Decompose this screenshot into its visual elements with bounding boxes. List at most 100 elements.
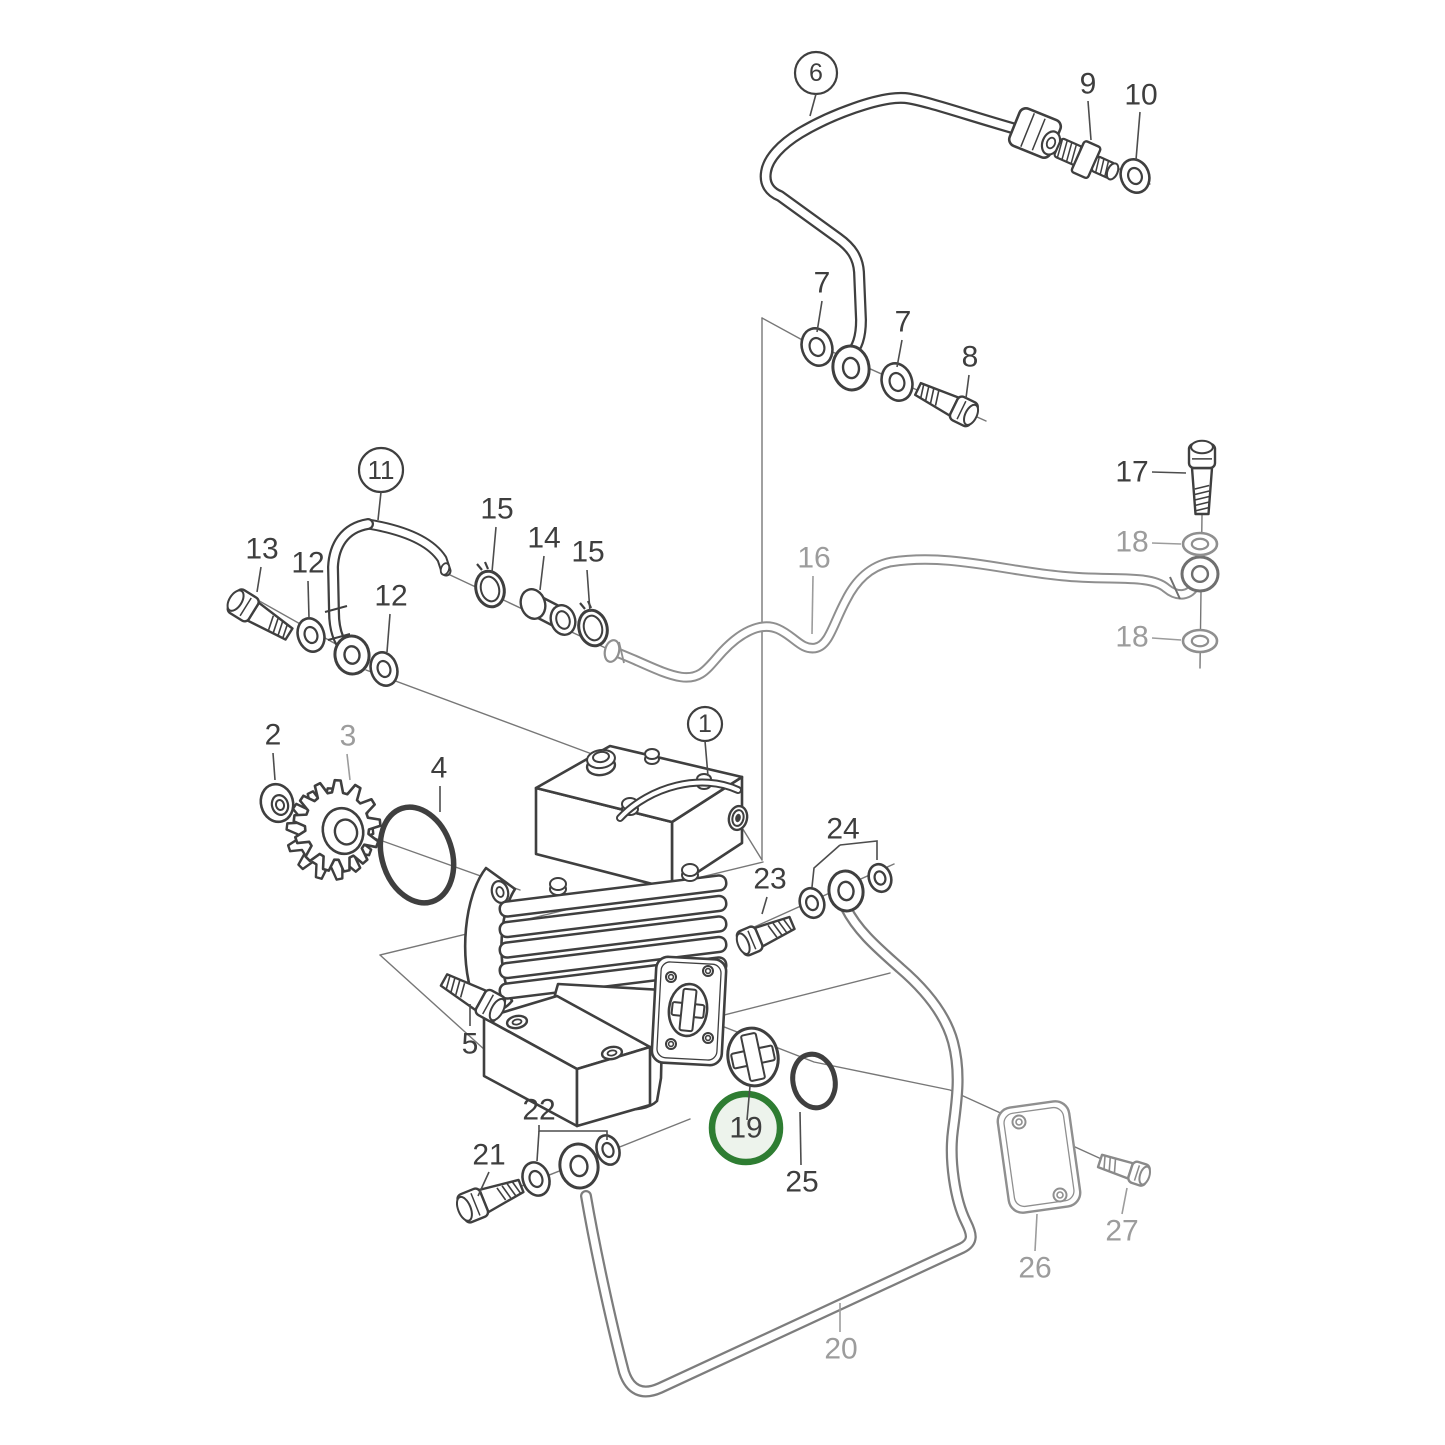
part-label-15[interactable]: 15 (571, 536, 605, 613)
part-label-18[interactable]: 18 (1115, 621, 1182, 654)
part-label-21[interactable]: 21 (472, 1139, 506, 1197)
part-label-16[interactable]: 16 (797, 542, 831, 635)
part-number: 21 (472, 1139, 505, 1172)
bolt (226, 588, 294, 641)
part-number: 8 (962, 341, 979, 374)
leader-line (1135, 111, 1141, 161)
part-number: 24 (826, 813, 859, 846)
part-number: 1 (698, 710, 712, 738)
part-label-7[interactable]: 7 (895, 306, 912, 368)
leader-line (1034, 1213, 1038, 1252)
cross-cover (726, 1026, 780, 1088)
bolt (1187, 439, 1217, 516)
leader-line (586, 569, 591, 613)
part-label-18[interactable]: 18 (1115, 526, 1182, 559)
bolt (735, 915, 796, 957)
leader-line (811, 844, 841, 888)
leader-line (1087, 100, 1092, 141)
leader-line (539, 555, 545, 591)
fitting (1053, 137, 1120, 181)
part-number: 25 (785, 1166, 818, 1199)
leader-line (799, 1111, 802, 1166)
part-number: 14 (527, 522, 560, 555)
part-label-26[interactable]: 26 (1018, 1213, 1052, 1285)
part-label-27[interactable]: 27 (1105, 1187, 1139, 1248)
part-number: 6 (809, 59, 823, 87)
leader-line (761, 896, 768, 915)
part-label-15[interactable]: 15 (480, 493, 514, 573)
part-label-8[interactable]: 8 (962, 341, 979, 399)
leader-line (965, 374, 970, 399)
part-number: 18 (1115, 621, 1148, 654)
leader-line (896, 339, 903, 368)
leader-line (377, 491, 382, 521)
leader-line (256, 566, 262, 593)
leader-line (704, 740, 709, 777)
part-label-22[interactable]: 22 (522, 1094, 608, 1162)
leader-line (346, 753, 351, 781)
part-number: 7 (895, 306, 912, 339)
part-number: 2 (265, 719, 282, 752)
part-number: 12 (291, 547, 324, 580)
leader-line (1121, 1187, 1128, 1215)
bolt (1096, 1153, 1151, 1187)
part-number: 20 (824, 1333, 857, 1366)
part-label-23[interactable]: 23 (753, 863, 787, 915)
part-number: 15 (571, 536, 604, 569)
part-number: 10 (1124, 79, 1157, 112)
leader-line (477, 1171, 490, 1197)
part-number: 26 (1018, 1252, 1051, 1285)
part-label-4[interactable]: 4 (431, 752, 448, 813)
part-label-13[interactable]: 13 (245, 533, 279, 593)
leader-line (746, 1085, 751, 1121)
part-label-7[interactable]: 7 (814, 267, 831, 333)
part-label-6[interactable]: 6 (793, 50, 839, 117)
part-label-11[interactable]: 11 (357, 446, 405, 521)
bolt (913, 381, 980, 428)
part-label-12[interactable]: 12 (291, 547, 325, 619)
leader-line (536, 1130, 540, 1162)
part-label-14[interactable]: 14 (527, 522, 561, 591)
part-number: 11 (368, 455, 395, 485)
part-label-20[interactable]: 20 (824, 1303, 858, 1366)
part-number: 7 (814, 267, 831, 300)
part-number: 16 (797, 542, 830, 575)
bolt (455, 1178, 525, 1224)
part-label-2[interactable]: 2 (265, 719, 282, 781)
leader-line (1151, 542, 1182, 545)
part-label-5[interactable]: 5 (462, 1004, 479, 1061)
part-number: 13 (245, 533, 278, 566)
part-label-24[interactable]: 24 (811, 813, 878, 888)
leader-line (811, 575, 814, 635)
part-label-25[interactable]: 25 (785, 1111, 819, 1199)
part-label-9[interactable]: 9 (1080, 68, 1097, 141)
part-number: 19 (729, 1112, 762, 1145)
highlight-circle[interactable] (708, 1090, 784, 1166)
part-number: 17 (1115, 456, 1148, 489)
part-label-10[interactable]: 10 (1124, 79, 1158, 161)
leader-line (816, 300, 823, 333)
leader-line (1151, 637, 1182, 641)
parts-artwork (226, 91, 1220, 1398)
cover-plate (996, 1100, 1082, 1214)
part-number: 27 (1105, 1215, 1138, 1248)
part-number: 12 (374, 580, 407, 613)
part-number: 4 (431, 752, 448, 785)
part-label-12[interactable]: 12 (374, 580, 408, 653)
cross-cover (667, 982, 709, 1038)
leader-line (307, 580, 310, 619)
part-number: 9 (1080, 68, 1097, 101)
leader-line (538, 1125, 608, 1140)
part-number: 22 (522, 1094, 555, 1127)
part-number: 18 (1115, 526, 1148, 559)
leader-line (1151, 471, 1187, 474)
leader-line (809, 93, 817, 117)
part-label-17[interactable]: 17 (1115, 456, 1187, 489)
part-label-3[interactable]: 3 (340, 720, 357, 781)
part-label-19[interactable]: 19 (708, 1085, 784, 1166)
part-label-1[interactable]: 1 (686, 705, 724, 777)
part-number: 15 (480, 493, 513, 526)
